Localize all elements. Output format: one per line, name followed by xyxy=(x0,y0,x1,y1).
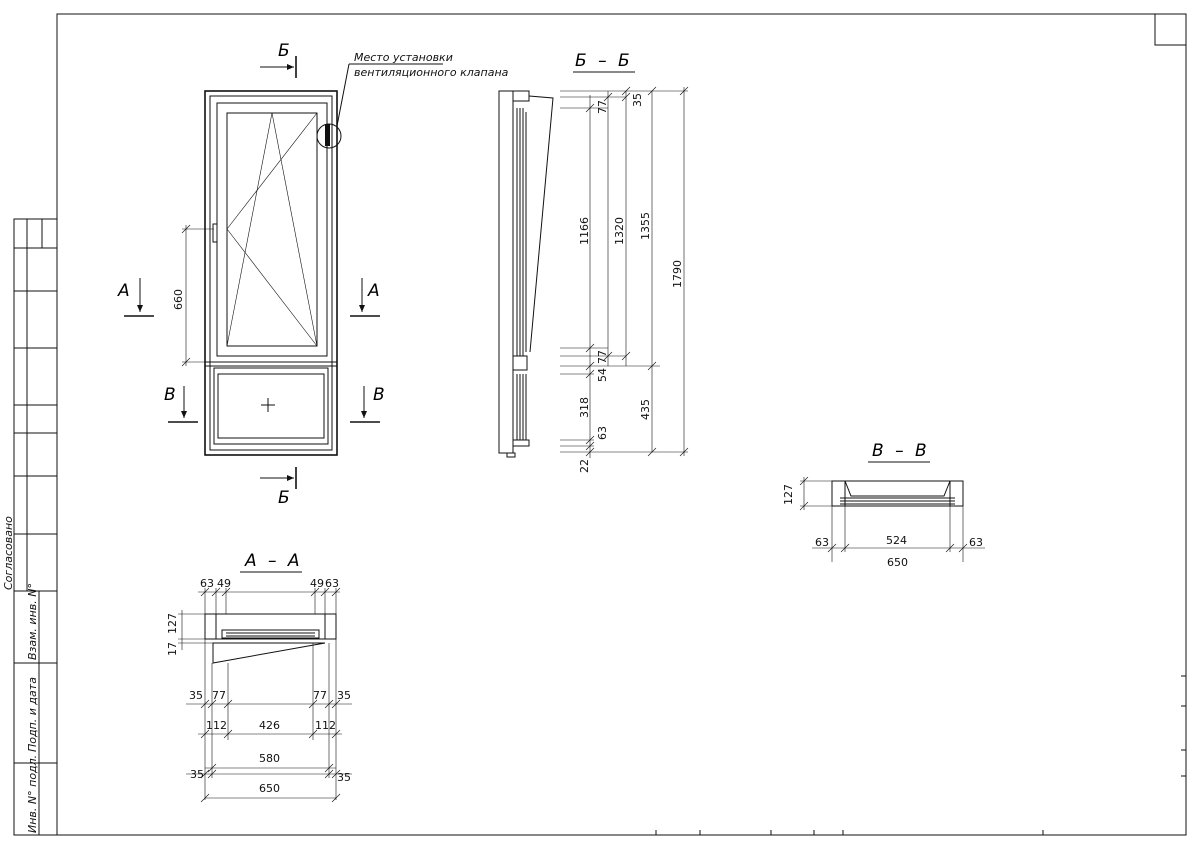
dim-aa-112-left: 112 xyxy=(206,719,227,732)
section-mark-b-bottom: Б xyxy=(278,488,290,508)
dim-aa-49-top-left: 49 xyxy=(217,577,231,590)
dim-aa-35-bottom-left: 35 xyxy=(190,768,204,781)
section-mark-v-right: В xyxy=(373,385,385,405)
dim-bb-318: 318 xyxy=(578,397,591,418)
stamp-replace-inv-label: Взам. инв. N° xyxy=(26,583,39,660)
section-mark-b-top: Б xyxy=(278,41,290,61)
dim-bb-1166: 1166 xyxy=(578,217,591,245)
dim-aa-63-top-right: 63 xyxy=(325,577,339,590)
dim-aa-127: 127 xyxy=(166,613,179,634)
section-vv-title: В – В xyxy=(872,441,930,461)
section-aa-title: А – А xyxy=(244,551,303,571)
section-vv: В – В 127 63 524 63 650 xyxy=(782,441,985,569)
dim-vv-63-right: 63 xyxy=(969,536,983,549)
dim-aa-77-right: 77 xyxy=(313,689,327,702)
front-view: Место установки вентиляционного клапана … xyxy=(117,41,509,508)
stamp-agreed-label: Согласовано xyxy=(2,516,15,590)
vent-valve-icon xyxy=(325,124,330,146)
section-bb: Б – Б xyxy=(498,51,689,473)
section-mark-a-left: А xyxy=(117,281,130,301)
dim-aa-426: 426 xyxy=(259,719,280,732)
dim-aa-63-top-left: 63 xyxy=(200,577,214,590)
section-aa: А – А 63 49 49 63 127 17 xyxy=(166,551,352,803)
dim-bb-1355: 1355 xyxy=(639,212,652,240)
dim-bb-1320: 1320 xyxy=(613,217,626,245)
dim-bb-77-top: 77 xyxy=(596,100,609,114)
dim-bb-77-bottom: 77 xyxy=(596,350,609,364)
dim-aa-580: 580 xyxy=(259,752,280,765)
sheet-frame xyxy=(56,13,1187,836)
callout-text-1: Место установки xyxy=(354,51,453,64)
dim-660: 660 xyxy=(172,289,185,310)
dim-bb-54: 54 xyxy=(596,368,609,382)
dim-vv-524: 524 xyxy=(886,534,907,547)
stamp-sign-date-label: Подп. и дата xyxy=(26,677,39,752)
dim-bb-22: 22 xyxy=(578,459,591,473)
dim-vv-127: 127 xyxy=(782,484,795,505)
dim-bb-35: 35 xyxy=(631,93,644,107)
dim-aa-77-left: 77 xyxy=(212,689,226,702)
dim-aa-650: 650 xyxy=(259,782,280,795)
dim-bb-435: 435 xyxy=(639,399,652,420)
dim-aa-112-right: 112 xyxy=(315,719,336,732)
section-bb-title: Б – Б xyxy=(575,51,633,71)
callout-text-2: вентиляционного клапана xyxy=(354,66,509,79)
dim-aa-49-top-right: 49 xyxy=(310,577,324,590)
dim-aa-35-left: 35 xyxy=(189,689,203,702)
dim-vv-63-left: 63 xyxy=(815,536,829,549)
section-mark-a-right: А xyxy=(367,281,380,301)
dim-aa-17: 17 xyxy=(166,642,179,656)
dim-aa-35-right: 35 xyxy=(337,689,351,702)
dim-bb-1790: 1790 xyxy=(671,260,684,288)
window-handle-icon xyxy=(212,223,218,243)
stamp-orig-inv-label: Инв. N° подл. xyxy=(26,755,39,833)
dim-aa-35-bottom-right: 35 xyxy=(337,771,351,784)
side-stamp: Согласовано Взам. инв. N° Подп. и дата И… xyxy=(2,218,58,836)
dim-vv-650: 650 xyxy=(887,556,908,569)
section-mark-v-left: В xyxy=(164,385,176,405)
dim-bb-63: 63 xyxy=(596,426,609,440)
